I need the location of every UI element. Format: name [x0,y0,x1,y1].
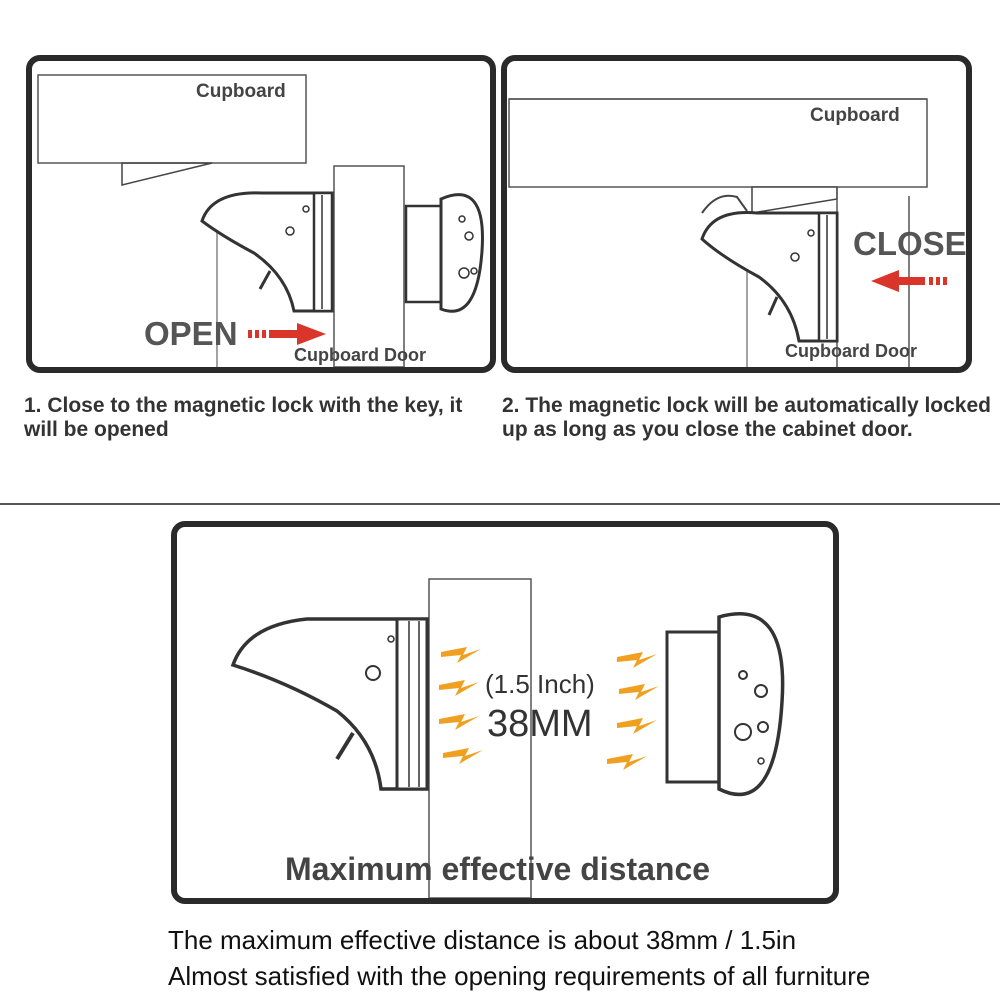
distance-inch-label: (1.5 Inch) [485,669,595,699]
max-distance-title: Maximum effective distance [285,851,711,887]
open-diagram [37,74,484,367]
close-diagram [508,98,947,367]
cupboard-door-shape [333,165,405,367]
step-2-caption: 2. The magnetic lock will be automatical… [502,394,991,441]
distance-diagram [230,578,785,898]
latch-tab [121,162,213,186]
distance-mm-label: 38MM [487,703,593,745]
cupboard-label: Cupboard [196,81,286,102]
lock-body [700,211,839,343]
footer-line-1: The maximum effective distance is about … [168,925,797,955]
lock-body [200,191,334,313]
section-divider [0,503,1000,505]
lock-body [230,617,429,791]
cupboard-door-label: Cupboard Door [785,341,917,361]
close-arrow [871,270,947,292]
cupboard-door-shape [428,578,532,898]
distance-diagram-panel: (1.5 Inch) 38MM Maximum effective distan… [171,521,839,904]
close-diagram-panel: Cupboard CLOSE Cupboard Door [501,55,972,373]
magnetic-key [439,193,484,313]
open-arrow [248,323,326,345]
footer-line-2: Almost satisfied with the opening requir… [168,961,871,991]
cupboard-door-label: Cupboard Door [294,345,426,365]
cupboard-label: Cupboard [810,105,900,126]
step-1-caption: 1. Close to the magnetic lock with the k… [24,394,463,441]
open-label: OPEN [144,315,238,352]
magnetic-key [717,612,785,797]
open-diagram-panel: Cupboard OPEN Cupboard Door [26,55,496,373]
magnetic-field-sparks-left [439,647,483,764]
magnetic-field-sparks-right [607,652,659,770]
latch-tab [751,186,838,214]
close-label: CLOSE [853,225,967,262]
